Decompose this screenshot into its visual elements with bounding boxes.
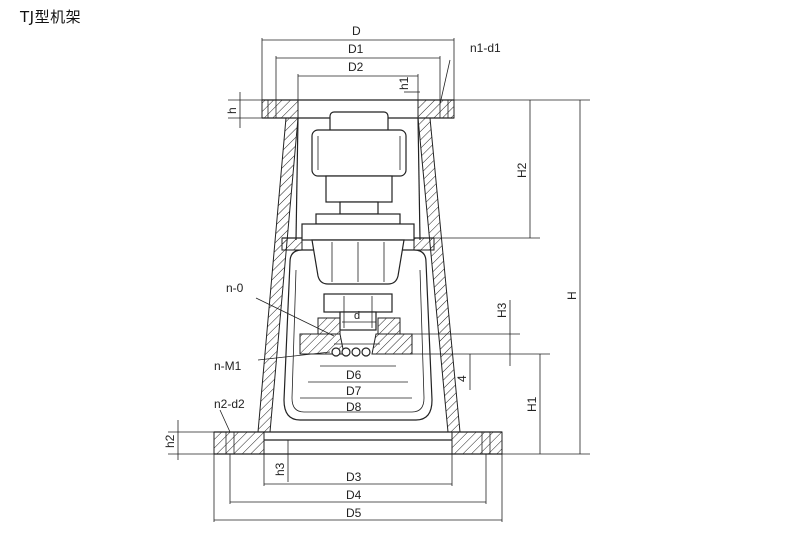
label-D5: D5 xyxy=(346,506,362,520)
page-title: TJ型机架 xyxy=(20,8,82,26)
top-dimensions xyxy=(261,38,455,105)
label-H2: H2 xyxy=(515,162,529,178)
label-h1: h1 xyxy=(397,76,411,90)
label-n-M1: n-M1 xyxy=(214,359,242,373)
label-n2-d2: n2-d2 xyxy=(214,397,245,411)
frame-walls xyxy=(257,117,461,433)
label-h2: h2 xyxy=(163,434,177,448)
bottom-flange xyxy=(213,431,503,455)
label-D2: D2 xyxy=(348,60,364,74)
label-H: H xyxy=(565,291,579,300)
label-4: 4 xyxy=(455,375,469,382)
motor-assembly xyxy=(301,111,415,285)
lower-inner-frame xyxy=(283,261,433,421)
mount-plate xyxy=(299,317,413,357)
left-dimensions xyxy=(168,92,289,482)
label-H1: H1 xyxy=(525,396,539,412)
label-D1: D1 xyxy=(348,42,364,56)
coupling xyxy=(323,293,393,331)
label-H3: H3 xyxy=(495,302,509,318)
dimension-labels: D D1 D2 n1-d1 h1 h H2 H H3 H1 4 n-0 d n-… xyxy=(163,24,579,520)
label-D: D xyxy=(352,24,361,38)
label-D6: D6 xyxy=(346,368,362,382)
label-D7: D7 xyxy=(346,384,362,398)
label-n1-d1: n1-d1 xyxy=(470,41,501,55)
label-n-0: n-0 xyxy=(226,281,244,295)
label-h: h xyxy=(225,107,239,114)
label-D8: D8 xyxy=(346,400,362,414)
top-flange xyxy=(261,99,455,119)
label-h3: h3 xyxy=(273,462,287,476)
bottom-dimensions xyxy=(213,454,503,522)
label-D3: D3 xyxy=(346,470,362,484)
label-d: d xyxy=(354,310,360,322)
label-D4: D4 xyxy=(346,488,362,502)
right-dimensions xyxy=(412,99,590,455)
inner-dimensions xyxy=(255,297,412,399)
